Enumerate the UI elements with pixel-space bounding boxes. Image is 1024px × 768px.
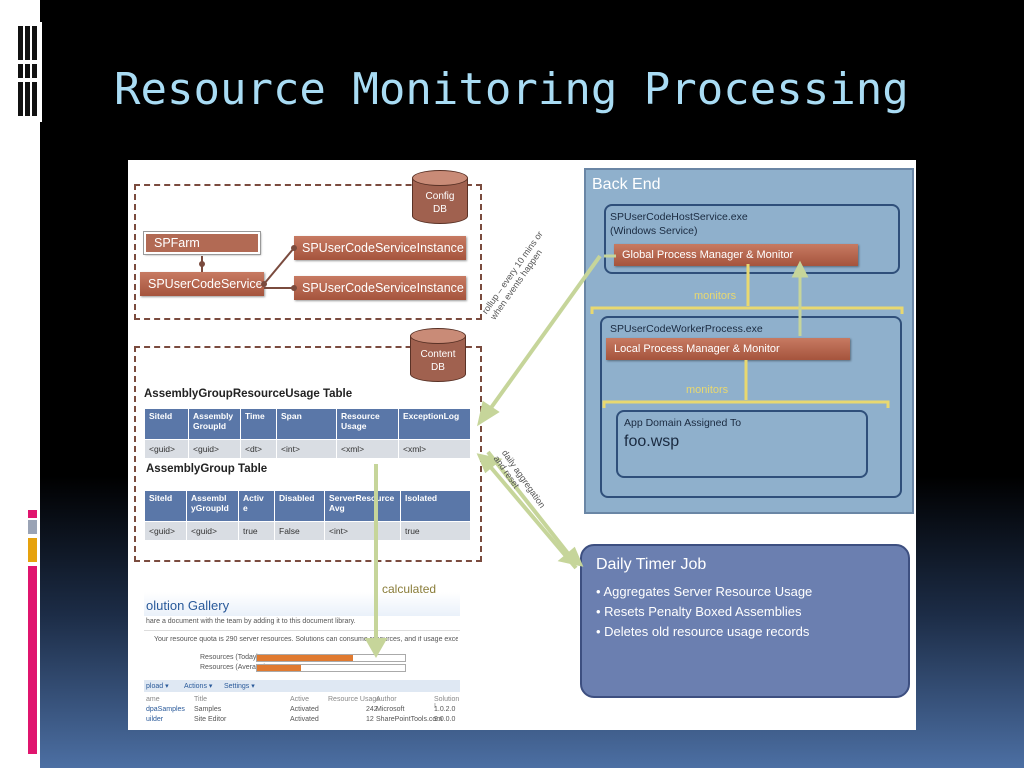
table-row: <guid> <guid> true False <int> true <box>144 521 471 541</box>
table-cell: true <box>400 521 471 541</box>
local-process-manager-box: Local Process Manager & Monitor <box>606 338 850 360</box>
monitors-label-1: monitors <box>694 290 737 302</box>
table-cell: <guid> <box>186 521 239 541</box>
daily-timer-job-box: Daily Timer Job • Aggregates Server Reso… <box>580 544 910 698</box>
table-cell: true <box>238 521 275 541</box>
table-cell: False <box>274 521 325 541</box>
host-service-label: SPUserCodeHostService.exe(Windows Servic… <box>610 211 748 237</box>
accent-gold <box>28 538 37 562</box>
config-db-region <box>134 184 482 320</box>
assemblygroup-table: SiteId Assembl yGroupId Activ e Disabled… <box>144 490 471 541</box>
t1-col-time: Time <box>240 408 277 440</box>
list-item: • Aggregates Server Resource Usage <box>596 584 813 599</box>
calculated-label: calculated <box>382 582 437 596</box>
avg-resource-bar <box>256 664 406 672</box>
table2-title: AssemblyGroup Table <box>146 463 268 475</box>
toolbar-actions[interactable]: Actions ▾ <box>184 683 213 690</box>
table-cell: <int> <box>276 439 337 459</box>
table-cell: <xml> <box>398 439 471 459</box>
spusercodeservice-box: SPUserCodeService <box>140 272 264 296</box>
table-cell: <guid> <box>188 439 241 459</box>
toolbar-settings[interactable]: Settings ▾ <box>224 683 255 690</box>
table1-title: AssemblyGroupResourceUsage Table <box>144 388 353 400</box>
rollup-arrowhead <box>477 400 500 427</box>
avg-label: Resources (Average) <box>200 664 267 671</box>
today-label: Resources (Today) <box>200 654 259 661</box>
accent-gray <box>28 520 37 534</box>
table-row: <guid> <guid> <dt> <int> <xml> <xml> <box>144 439 471 459</box>
daily-arrowhead-down <box>557 546 584 567</box>
gallery-quota-text: Your resource quota is 290 server resour… <box>154 636 458 643</box>
list-item: • Deletes old resource usage records <box>596 624 810 639</box>
gallery-subtitle: hare a document with the team by adding … <box>146 618 356 625</box>
t2-col-active: Activ e <box>238 490 275 522</box>
worker-process-label: SPUserCodeWorkerProcess.exe <box>610 323 763 335</box>
backend-title: Back End <box>592 176 661 193</box>
today-resource-bar <box>256 654 406 662</box>
t1-col-exceptionlog: ExceptionLog <box>398 408 471 440</box>
host-service-box <box>604 204 900 274</box>
solution-gallery-screenshot: olution Gallery hare a document with the… <box>144 592 460 730</box>
t2-col-isolated: Isolated <box>400 490 471 522</box>
global-process-manager-box: Global Process Manager & Monitor <box>614 244 858 266</box>
t2-col-disabled: Disabled <box>274 490 325 522</box>
table-cell: <int> <box>324 521 401 541</box>
service-instance-1: SPUserCodeServiceInstance <box>294 236 466 260</box>
monitors-label-2: monitors <box>686 384 729 396</box>
t2-col-serverresourceavg: ServerResource Avg <box>324 490 401 522</box>
t2-col-assemblygroupid: Assembl yGroupId <box>186 490 239 522</box>
t1-col-resourceusage: Resource Usage <box>336 408 399 440</box>
list-item: • Resets Penalty Boxed Assemblies <box>596 604 802 619</box>
table-cell: <guid> <box>144 521 187 541</box>
wsp-label: foo.wsp <box>624 433 680 450</box>
timer-list: • Aggregates Server Resource Usage • Res… <box>596 582 812 642</box>
table-cell: <guid> <box>144 439 189 459</box>
accent-pink-bar <box>28 566 37 754</box>
t1-col-siteid: SiteId <box>144 408 189 440</box>
slide-title: Resource Monitoring Processing <box>114 64 909 115</box>
toolbar-upload[interactable]: pload ▾ <box>146 683 169 690</box>
app-domain-label: App Domain Assigned To <box>624 417 742 429</box>
assemblygroupresourceusage-table: SiteId Assembly GroupId Time Span Resour… <box>144 408 471 459</box>
backend-region: Back End SPUserCodeHostService.exe(Windo… <box>584 168 914 514</box>
t1-col-span: Span <box>276 408 337 440</box>
accent-pink-top <box>28 510 37 518</box>
table-cell: <xml> <box>336 439 399 459</box>
timer-title: Daily Timer Job <box>596 556 707 573</box>
spfarm-box: SPFarm <box>143 231 261 255</box>
service-instance-2: SPUserCodeServiceInstance <box>294 276 466 300</box>
app-domain-box <box>616 410 868 478</box>
decorative-bars-icon <box>14 22 42 122</box>
gallery-title: olution Gallery <box>146 598 230 613</box>
t2-col-siteid: SiteId <box>144 490 187 522</box>
t1-col-assemblygroupid: Assembly GroupId <box>188 408 241 440</box>
daily-aggregation-arrow-up <box>486 462 578 570</box>
table-cell: <dt> <box>240 439 277 459</box>
